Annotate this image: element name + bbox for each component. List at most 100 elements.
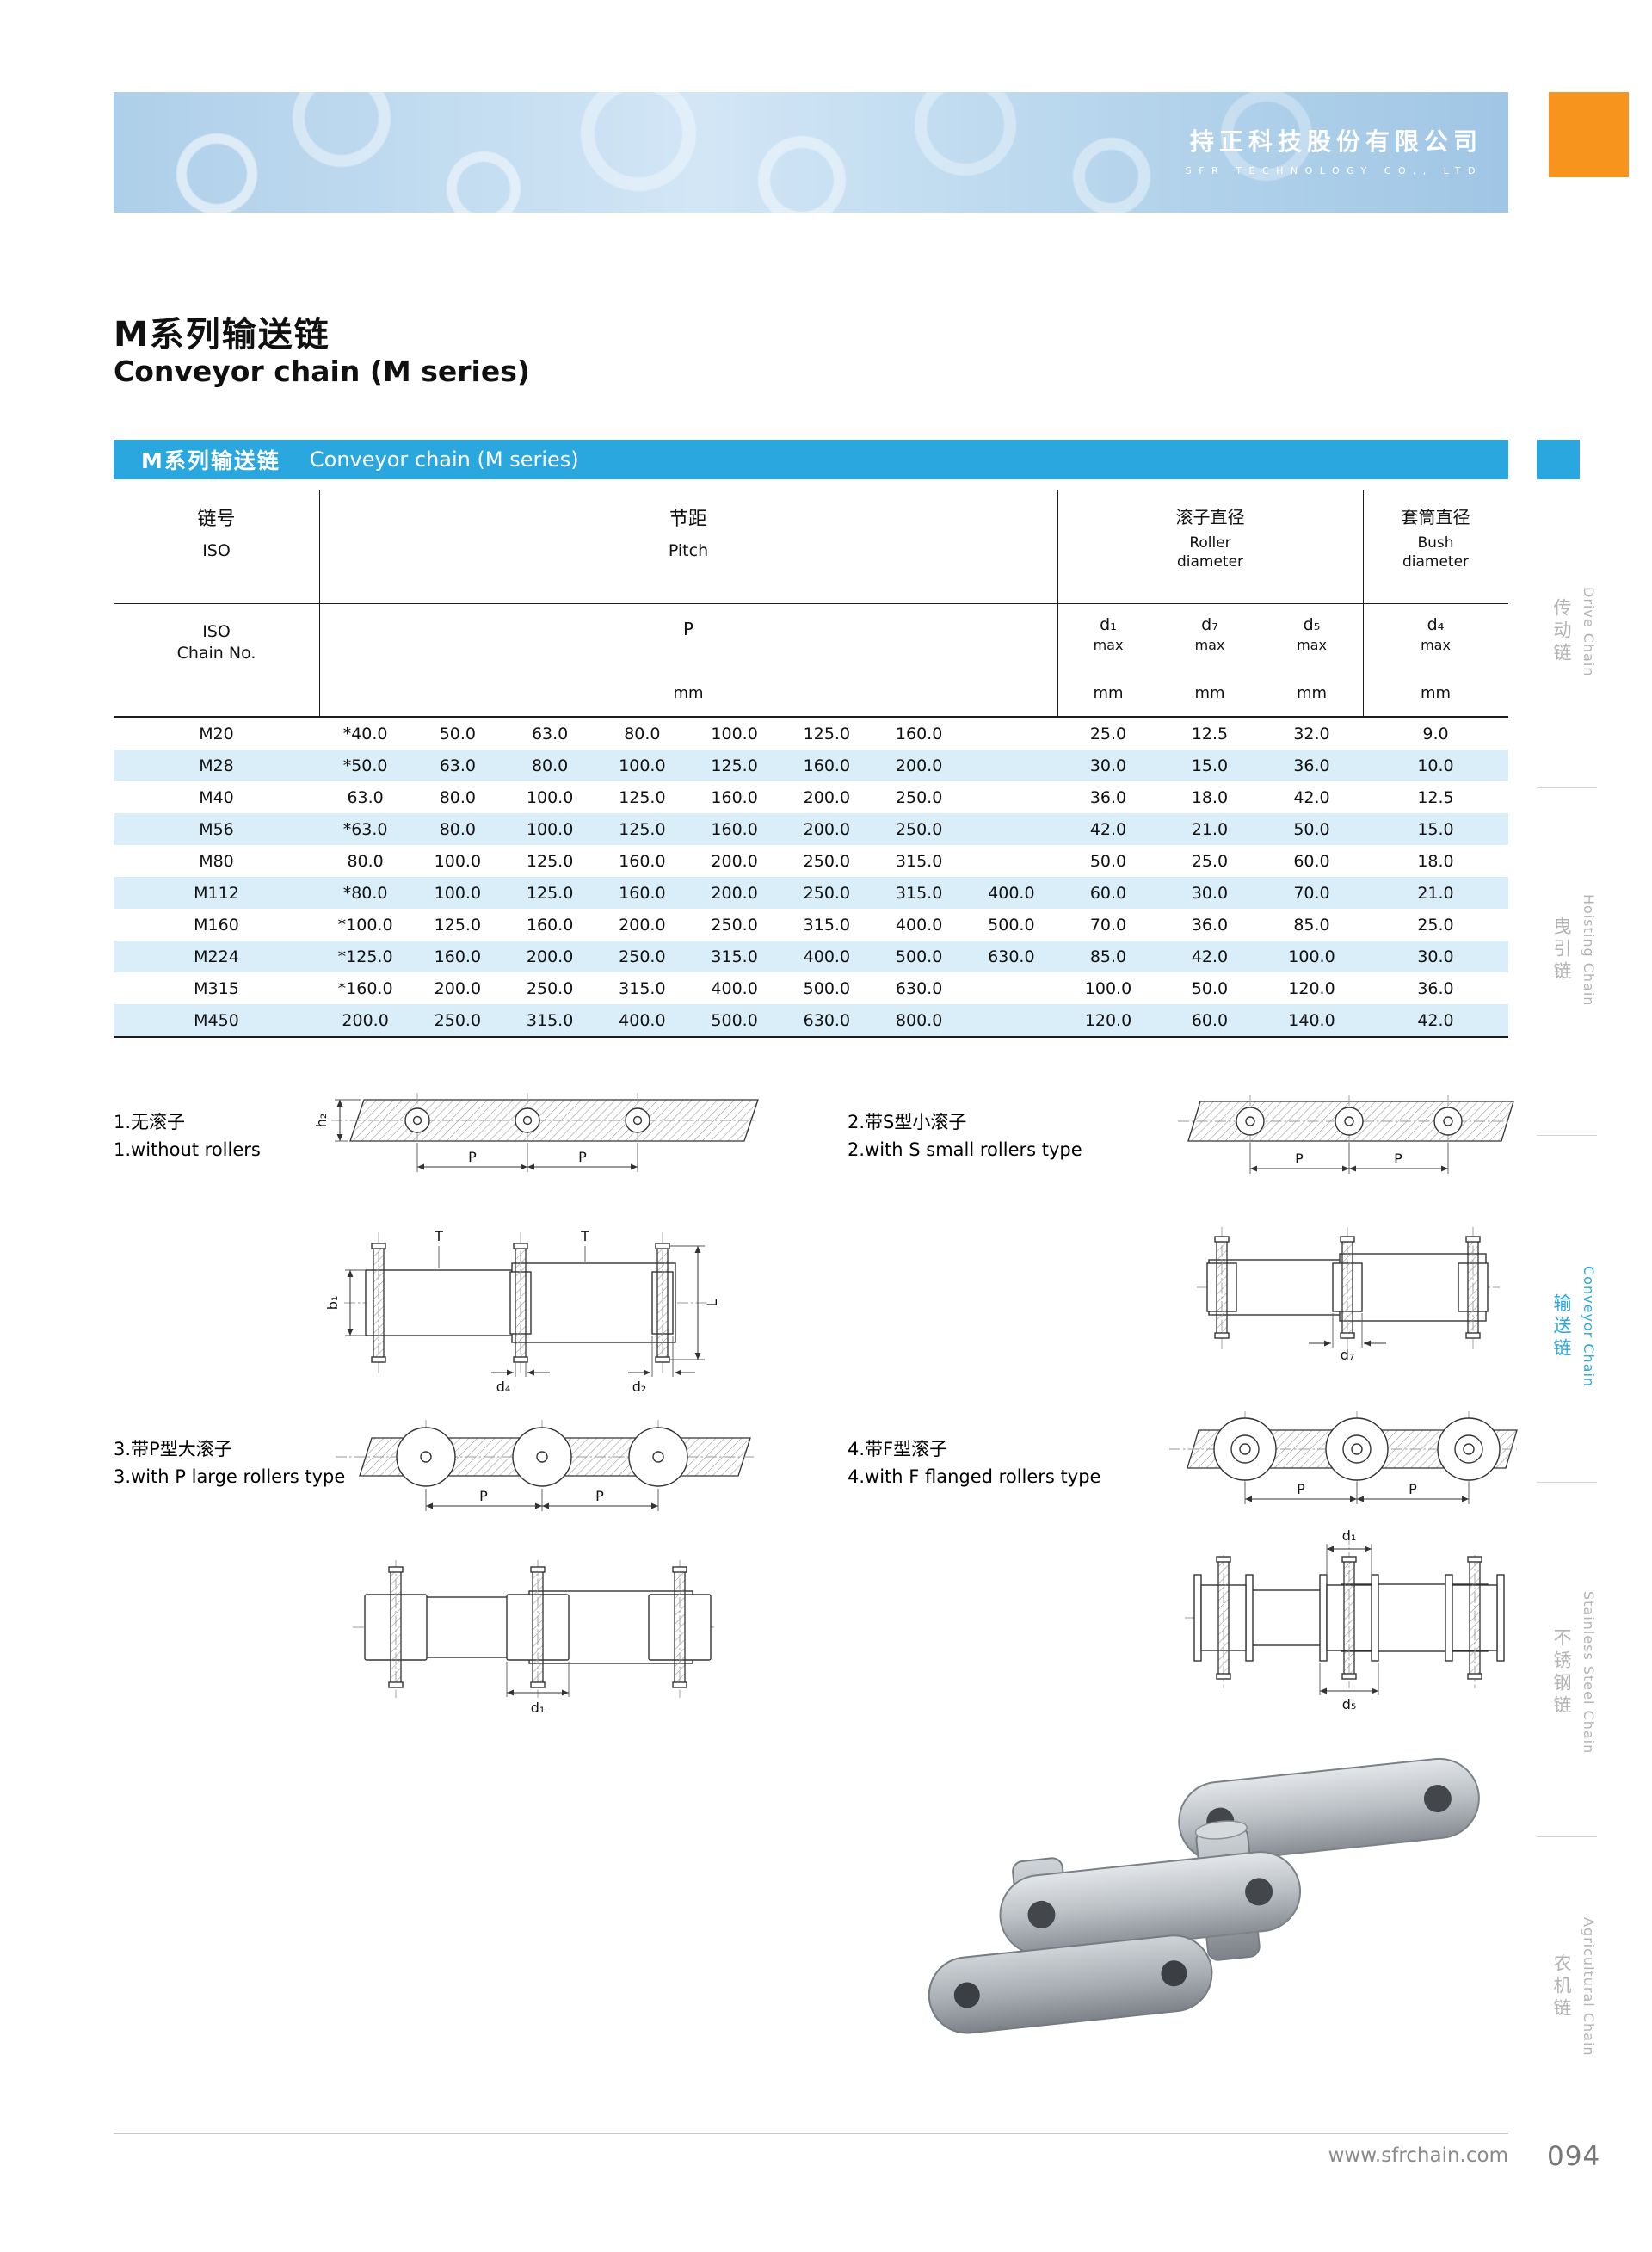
dim-d4-label: d₄ (496, 1379, 511, 1395)
col-header-pitch-cn: 节距 (669, 509, 707, 530)
value-cell: 63.0 (439, 756, 477, 775)
chain-no-cell: M112 (194, 883, 239, 903)
chain-no-cell: M315 (194, 978, 239, 998)
value-cell: 85.0 (1293, 915, 1330, 935)
value-cell: 80.0 (624, 724, 661, 743)
company-name-en: SFR TECHNOLOGY CO., LTD (1185, 165, 1482, 176)
orange-accent-block (1549, 92, 1629, 177)
diagram3-title-en: 3.with P large rollers type (114, 1466, 346, 1487)
subheader-iso-line2: Chain No. (176, 644, 256, 663)
subheader-p-unit: mm (673, 684, 704, 702)
value-cell: 36.0 (1417, 978, 1454, 998)
subheader-d4-unit: mm (1420, 684, 1452, 702)
value-cell: 42.0 (1089, 819, 1127, 839)
dim-d5-label: d₅ (1342, 1696, 1357, 1712)
diagram3-title-cn: 3.带P型大滚子 (114, 1439, 232, 1459)
value-cell: 500.0 (803, 978, 851, 998)
value-cell: 50.0 (1293, 819, 1330, 839)
subheader-iso-line1: ISO (202, 622, 231, 641)
diagram4-title-cn: 4.带F型滚子 (848, 1439, 948, 1459)
dim-d1-label: d₁ (531, 1700, 546, 1716)
value-cell: 630.0 (895, 978, 943, 998)
sidebar-label-cn: 不锈钢链 (1551, 1628, 1572, 1718)
table-divider (1057, 490, 1058, 717)
col-header-chain-en: ISO (202, 541, 231, 560)
value-cell: 400.0 (803, 947, 851, 966)
dim-p-label: P (1409, 1481, 1417, 1497)
value-cell: 125.0 (434, 915, 482, 935)
col-header-roller-en2: diameter (1176, 553, 1244, 571)
diagram1-title-en: 1.without rollers (114, 1139, 261, 1160)
subheader-d5-unit: mm (1296, 684, 1328, 702)
table-header: 链号 ISO 节距 Pitch 滚子直径 Roller diameter 套筒直… (114, 490, 1508, 717)
sidebar-label-cn: 农机链 (1551, 1953, 1572, 2021)
sidebar-label-cn: 输送链 (1551, 1293, 1572, 1360)
page-number: 094 (1547, 2141, 1601, 2172)
value-cell: 160.0 (619, 883, 666, 903)
section-bar-title-en: Conveyor chain (M series) (309, 447, 579, 472)
value-cell: 60.0 (1293, 851, 1330, 871)
value-cell: 160.0 (711, 787, 758, 807)
value-cell: 200.0 (711, 851, 758, 871)
value-cell: 250.0 (526, 978, 574, 998)
value-cell: 30.0 (1089, 756, 1127, 775)
value-cell: 250.0 (434, 1010, 482, 1030)
value-cell: 80.0 (347, 851, 384, 871)
value-cell: *80.0 (342, 883, 388, 903)
value-cell: 70.0 (1293, 883, 1330, 903)
value-cell: 120.0 (1288, 978, 1335, 998)
sidebar-label-en: Hoisting Chain (1581, 893, 1597, 1007)
value-cell: 42.0 (1293, 787, 1330, 807)
value-cell: 315.0 (803, 915, 851, 935)
value-cell: 125.0 (803, 724, 851, 743)
value-cell: *125.0 (337, 947, 393, 966)
value-cell: 400.0 (619, 1010, 666, 1030)
value-cell: *40.0 (342, 724, 388, 743)
value-cell: 18.0 (1191, 787, 1229, 807)
value-cell: 80.0 (439, 787, 477, 807)
chain-no-cell: M160 (194, 915, 239, 935)
value-cell: 250.0 (803, 851, 851, 871)
diagram1-caption: 1.无滚子 1.without rollers (114, 1108, 261, 1163)
dim-d2-label: d₂ (632, 1379, 647, 1395)
value-cell: 160.0 (526, 915, 574, 935)
value-cell: 18.0 (1417, 851, 1454, 871)
header-banner: 持正科技股份有限公司 SFR TECHNOLOGY CO., LTD (114, 92, 1508, 213)
sidebar-item-drive-chain[interactable]: 传动链 Drive Chain (1549, 555, 1597, 708)
sidebar-item-stainless-steel-chain[interactable]: 不锈钢链 Stainless Steel Chain (1549, 1547, 1597, 1799)
sidebar-item-hoisting-chain[interactable]: 曳引链 Hoisting Chain (1549, 867, 1597, 1033)
value-cell: 200.0 (803, 787, 851, 807)
sidebar-item-conveyor-chain[interactable]: 输送链 Conveyor Chain (1549, 1237, 1597, 1416)
value-cell: 200.0 (895, 756, 943, 775)
value-cell: 100.0 (711, 724, 758, 743)
col-header-roller-cn: 滚子直径 (1175, 507, 1245, 528)
value-cell: 36.0 (1293, 756, 1330, 775)
sidebar-item-agricultural-chain[interactable]: 农机链 Agricultural Chain (1549, 1874, 1597, 2100)
footer-rule (114, 2133, 1508, 2134)
sidebar-divider (1537, 1135, 1597, 1136)
value-cell: 160.0 (619, 851, 666, 871)
value-cell: 630.0 (803, 1010, 851, 1030)
table-divider (319, 490, 320, 717)
chain-no-cell: M56 (199, 819, 234, 839)
diagram2-drawing: P P d₇ (1178, 1095, 1514, 1362)
diagram2-title-cn: 2.带S型小滚子 (848, 1112, 967, 1132)
subheader-d5-max: max (1297, 637, 1327, 653)
section-bar-title-cn: M系列输送链 (141, 448, 280, 473)
value-cell: 42.0 (1191, 947, 1229, 966)
value-cell: 315.0 (711, 947, 758, 966)
sidebar-label-en: Drive Chain (1581, 586, 1597, 677)
footer-website-link[interactable]: www.sfrchain.com (1328, 2144, 1508, 2167)
value-cell: 21.0 (1417, 883, 1454, 903)
dim-p-label: P (1394, 1151, 1402, 1167)
col-header-bush-en2: diameter (1402, 553, 1470, 571)
subheader-d7: d₇ (1201, 615, 1218, 634)
value-cell: 100.0 (526, 819, 574, 839)
